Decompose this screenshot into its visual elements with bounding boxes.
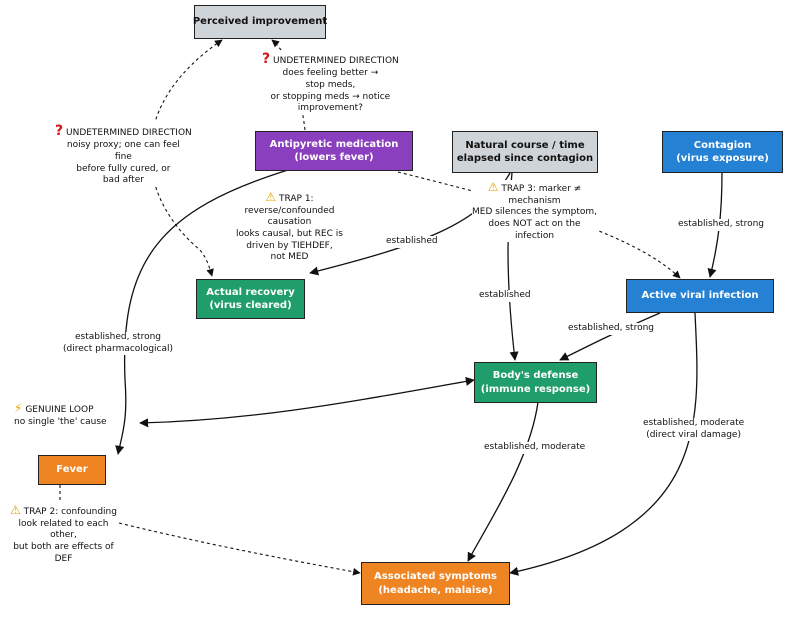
node-contagion: Contagion (virus exposure) [662,131,783,173]
note-loop-1: GENUINE LOOP [25,405,94,415]
node-viral-label: Active viral infection [641,290,759,302]
edge-label-viral-symptoms: established, moderate (direct viral dama… [642,418,746,442]
note-undetermined-left-5: bad after [102,175,144,186]
node-contagion-line1: Contagion [693,139,752,151]
note-trap3-1: TRAP 3: marker ≠ [501,184,582,194]
node-contagion-line2: (virus exposure) [676,153,769,164]
note-trap2-5: DEF [54,553,73,564]
node-antipyretic-line2: (lowers fever) [294,152,374,163]
lightning-icon: ⚡ [14,401,23,415]
edge-viral-defense [559,312,661,361]
note-trap2-2: look related to each [18,518,109,529]
edge-label-viral-defense: established, strong [567,323,655,335]
note-trap1: ⚠ TRAP 1: reverse/confounded causation l… [236,190,343,265]
note-trap3: ⚠ TRAP 3: marker ≠ mechanism MED silence… [472,180,597,243]
edge-label-contagion-viral: established, strong [677,219,765,231]
note-undetermined-top-4: or stopping meds → notice [270,91,391,102]
warning-icon: ⚠ [487,180,499,194]
note-trap1-1: TRAP 1: [279,194,314,204]
note-undetermined-top-5: improvement? [297,103,363,114]
node-defense-line1: Body's defense [492,370,579,381]
note-genuine-loop: ⚡ GENUINE LOOP no single 'the' cause [14,401,107,429]
node-actual-recovery: Actual recovery (virus cleared) [196,279,305,319]
note-undetermined-top-1: UNDETERMINED DIRECTION [273,56,399,66]
note-trap1-2: reverse/confounded [244,205,335,216]
note-trap2-4: but both are effects of [13,542,114,553]
note-trap1-5: driven by TIEHDEF, [246,240,333,251]
warning-icon: ⚠ [265,190,277,204]
note-loop-2: no single 'the' cause [14,416,107,427]
edge-fever-symptoms [59,485,361,576]
question-mark-icon: ? [262,51,271,67]
note-undetermined-left-2: noisy proxy; one can feel [66,140,180,151]
note-trap3-5: infection [514,230,555,241]
node-natural-line2: elapsed since contagion [456,153,594,164]
node-natural-course: Natural course / time elapsed since cont… [452,131,598,173]
warning-icon: ⚠ [10,503,21,517]
note-trap3-4: does NOT act on the [488,219,581,230]
node-associated-symptoms: Associated symptoms (headache, malaise) [361,562,510,605]
note-undetermined-top: ? UNDETERMINED DIRECTION does feeling be… [262,50,399,115]
edge-label-antipyretic-fever-2: (direct pharmacological) [63,343,174,354]
note-undetermined-top-3: stop meds, [305,79,356,90]
node-body-defense: Body's defense (immune response) [474,362,597,403]
node-fever: Fever [38,455,106,485]
note-trap3-2: mechanism [508,195,561,206]
node-recovery-line1: Actual recovery [206,286,295,298]
note-trap3-3: MED silences the symptom, [472,207,597,218]
node-recovery-line2: (virus cleared) [209,300,292,311]
node-natural-line1: Natural course / time [465,139,585,151]
edge-loop [139,376,475,428]
note-undetermined-left-3: fine [114,151,132,162]
node-antipyretic-line1: Antipyretic medication [269,138,399,150]
edge-viral-symptoms [509,312,698,576]
node-symptoms-line1: Associated symptoms [374,571,497,582]
node-symptoms-line2: (headache, malaise) [378,584,493,596]
edge-defense-symptoms [467,401,539,562]
note-undetermined-top-2: does feeling better → [282,68,379,79]
edge-label-antipyretic-fever: established, strong (direct pharmacologi… [62,332,175,356]
note-trap2-1: TRAP 2: confounding [23,507,117,517]
edge-label-defense-symptoms: established, moderate [483,442,587,454]
node-perceived-label: Perceived improvement [192,16,328,28]
note-trap1-4: looks causal, but REC is [236,229,343,240]
edge-label-antipyretic-fever-1: established, strong [75,332,161,342]
node-perceived-improvement: Perceived improvement [192,5,328,39]
node-active-viral-infection: Active viral infection [626,279,774,313]
question-mark-icon: ? [55,123,64,139]
node-fever-label: Fever [56,464,88,476]
note-trap1-3: causation [267,217,312,228]
note-undetermined-left-4: before fully cured, or [76,163,171,174]
edge-label-natural-defense: established [478,290,532,302]
note-undetermined-left: ? UNDETERMINED DIRECTION noisy proxy; on… [55,122,192,187]
edge-label-viral-symptoms-2: (direct viral damage) [646,429,741,440]
note-trap2: ⚠ TRAP 2: confounding look related to ea… [10,503,117,566]
note-undetermined-left-1: UNDETERMINED DIRECTION [66,128,192,138]
edge-label-viral-symptoms-1: established, moderate [643,418,745,428]
note-trap2-3: other, [50,530,77,541]
node-defense-line2: (immune response) [480,383,591,395]
edge-perceived-recovery [149,39,223,277]
node-antipyretic-medication: Antipyretic medication (lowers fever) [255,131,413,171]
note-trap1-6: not MED [270,252,309,263]
edge-label-natural-recovery: established [385,236,439,248]
